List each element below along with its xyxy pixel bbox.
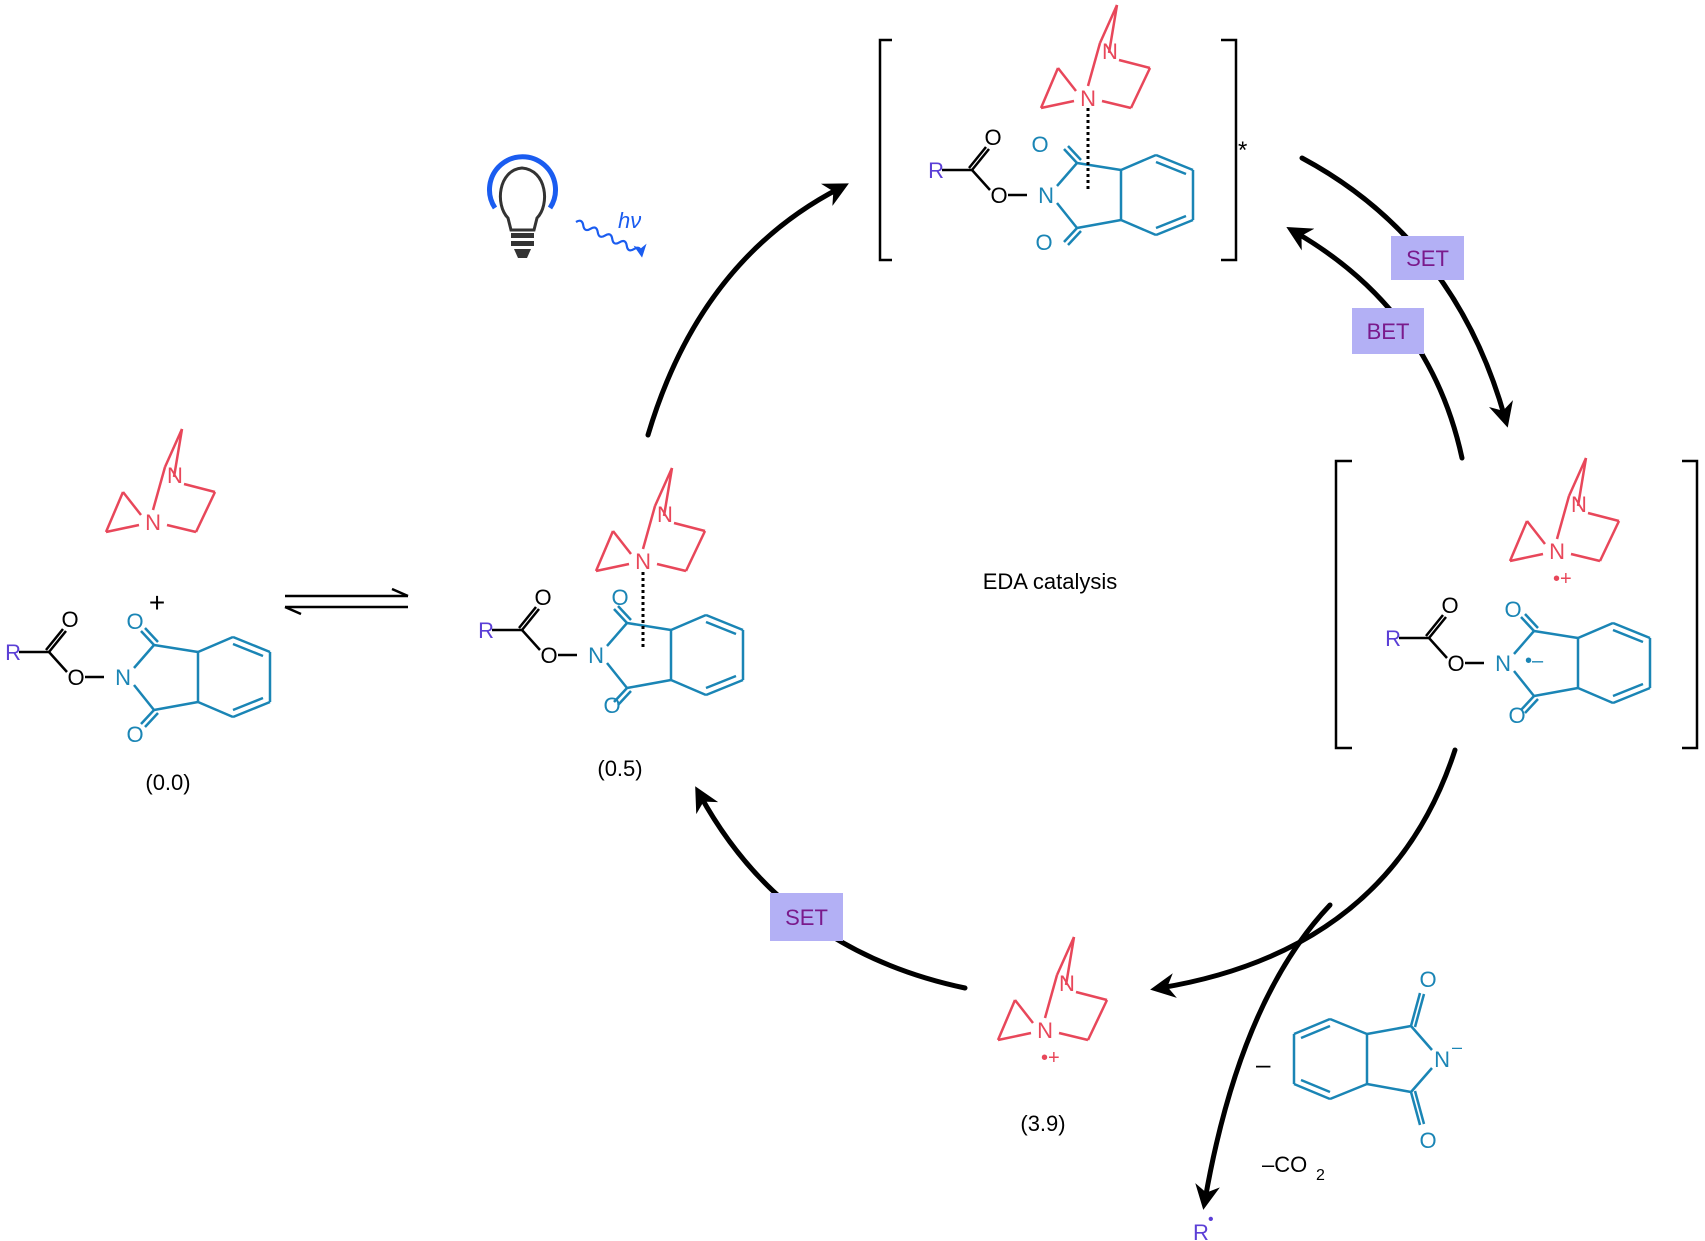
svg-text:N: N [1549,539,1565,564]
svg-text:SET: SET [1406,246,1449,271]
svg-text:O: O [1031,132,1048,157]
svg-text:O: O [67,665,84,690]
arrow-to-radical-product [1195,902,1333,1210]
svg-text:R: R [1193,1220,1209,1241]
svg-text:N: N [1059,971,1075,996]
svg-text:N: N [635,549,651,574]
dabco-free: N N [104,428,217,535]
svg-text:R: R [928,158,944,183]
value-radical-cation: (3.9) [1020,1111,1065,1136]
svg-text:O: O [611,585,628,610]
svg-text:•: • [1208,1211,1214,1228]
light-wave-icon: hν [575,208,647,258]
nhpi-ester-free: R O O N O O [5,607,272,747]
plus-sign: + [149,587,165,618]
svg-text:N: N [657,502,673,527]
svg-text:N: N [145,510,161,535]
value-free: (0.0) [145,770,190,795]
equilibrium-arrows [284,587,409,616]
svg-text:2: 2 [1316,1167,1325,1184]
svg-text:O: O [984,125,1001,150]
phthalimide-anion-minus: – [1256,1049,1271,1079]
svg-text:N: N [1037,1018,1053,1043]
svg-text:N: N [588,643,604,668]
svg-text:R: R [5,640,21,665]
radical-product: R • [1193,1211,1214,1241]
svg-text:O: O [1447,651,1464,676]
svg-text:N: N [167,463,183,488]
bracket-excited-complex [878,38,1238,262]
svg-text:N: N [1080,86,1096,111]
nhpi-ester-excited: R O O N O O [928,125,1195,255]
svg-text:O: O [1504,597,1521,622]
center-label: EDA catalysis [983,569,1118,594]
decarboxylation-label: –CO 2 [1262,1152,1325,1184]
arrow-set-regeneration [695,786,968,991]
value-complex: (0.5) [597,756,642,781]
arrow-set-forward [1299,155,1513,428]
nhpi-ester-ion-pair: R O O N O O •– [1385,593,1652,728]
svg-text:O: O [126,609,143,634]
svg-text:O: O [603,693,620,718]
arrow-excitation [645,183,849,438]
svg-text:O: O [990,183,1007,208]
svg-text:O: O [1441,593,1458,618]
svg-text:O: O [534,585,551,610]
svg-text:•+: •+ [1041,1047,1060,1069]
svg-text:N: N [1038,183,1054,208]
arrow-to-radical-cation [1150,747,1458,998]
excited-state-mark: * [1238,137,1247,164]
svg-text:O: O [126,722,143,747]
svg-text:O: O [1419,967,1436,992]
phthalimide-anion: N – O O [1292,967,1462,1153]
badge-bet: BET [1352,308,1424,354]
svg-text:•–: •– [1525,650,1544,672]
dabco-radical-cation: N N •+ [996,936,1109,1069]
dabco-excited: N N [1039,4,1152,111]
svg-text:N: N [115,665,131,690]
svg-text:N: N [1495,651,1511,676]
badge-set-top: SET [1391,236,1464,280]
svg-text:BET: BET [1367,319,1410,344]
dabco-ion-pair: N N •+ [1508,457,1621,590]
svg-text:–CO: –CO [1262,1152,1307,1177]
svg-text:O: O [61,607,78,632]
badge-set-bottom: SET [770,893,843,941]
svg-text:O: O [1419,1128,1436,1153]
bracket-ion-pair [1334,459,1699,750]
svg-text:R: R [478,618,494,643]
svg-text:N: N [1434,1047,1450,1072]
svg-text:O: O [540,643,557,668]
svg-text:O: O [1508,703,1525,728]
svg-text:N: N [1571,492,1587,517]
svg-text:hν: hν [618,208,641,233]
svg-text:R: R [1385,626,1401,651]
svg-text:O: O [1035,230,1052,255]
svg-text:–: – [1452,1037,1462,1057]
svg-text:•+: •+ [1553,568,1572,590]
dabco-complex: N N [594,467,707,574]
hashed-bonds [641,108,1090,650]
svg-text:SET: SET [785,905,828,930]
nhpi-ester-complex: R O O N O O [478,585,745,718]
svg-text:N: N [1102,39,1118,64]
light-bulb-icon [487,154,558,258]
